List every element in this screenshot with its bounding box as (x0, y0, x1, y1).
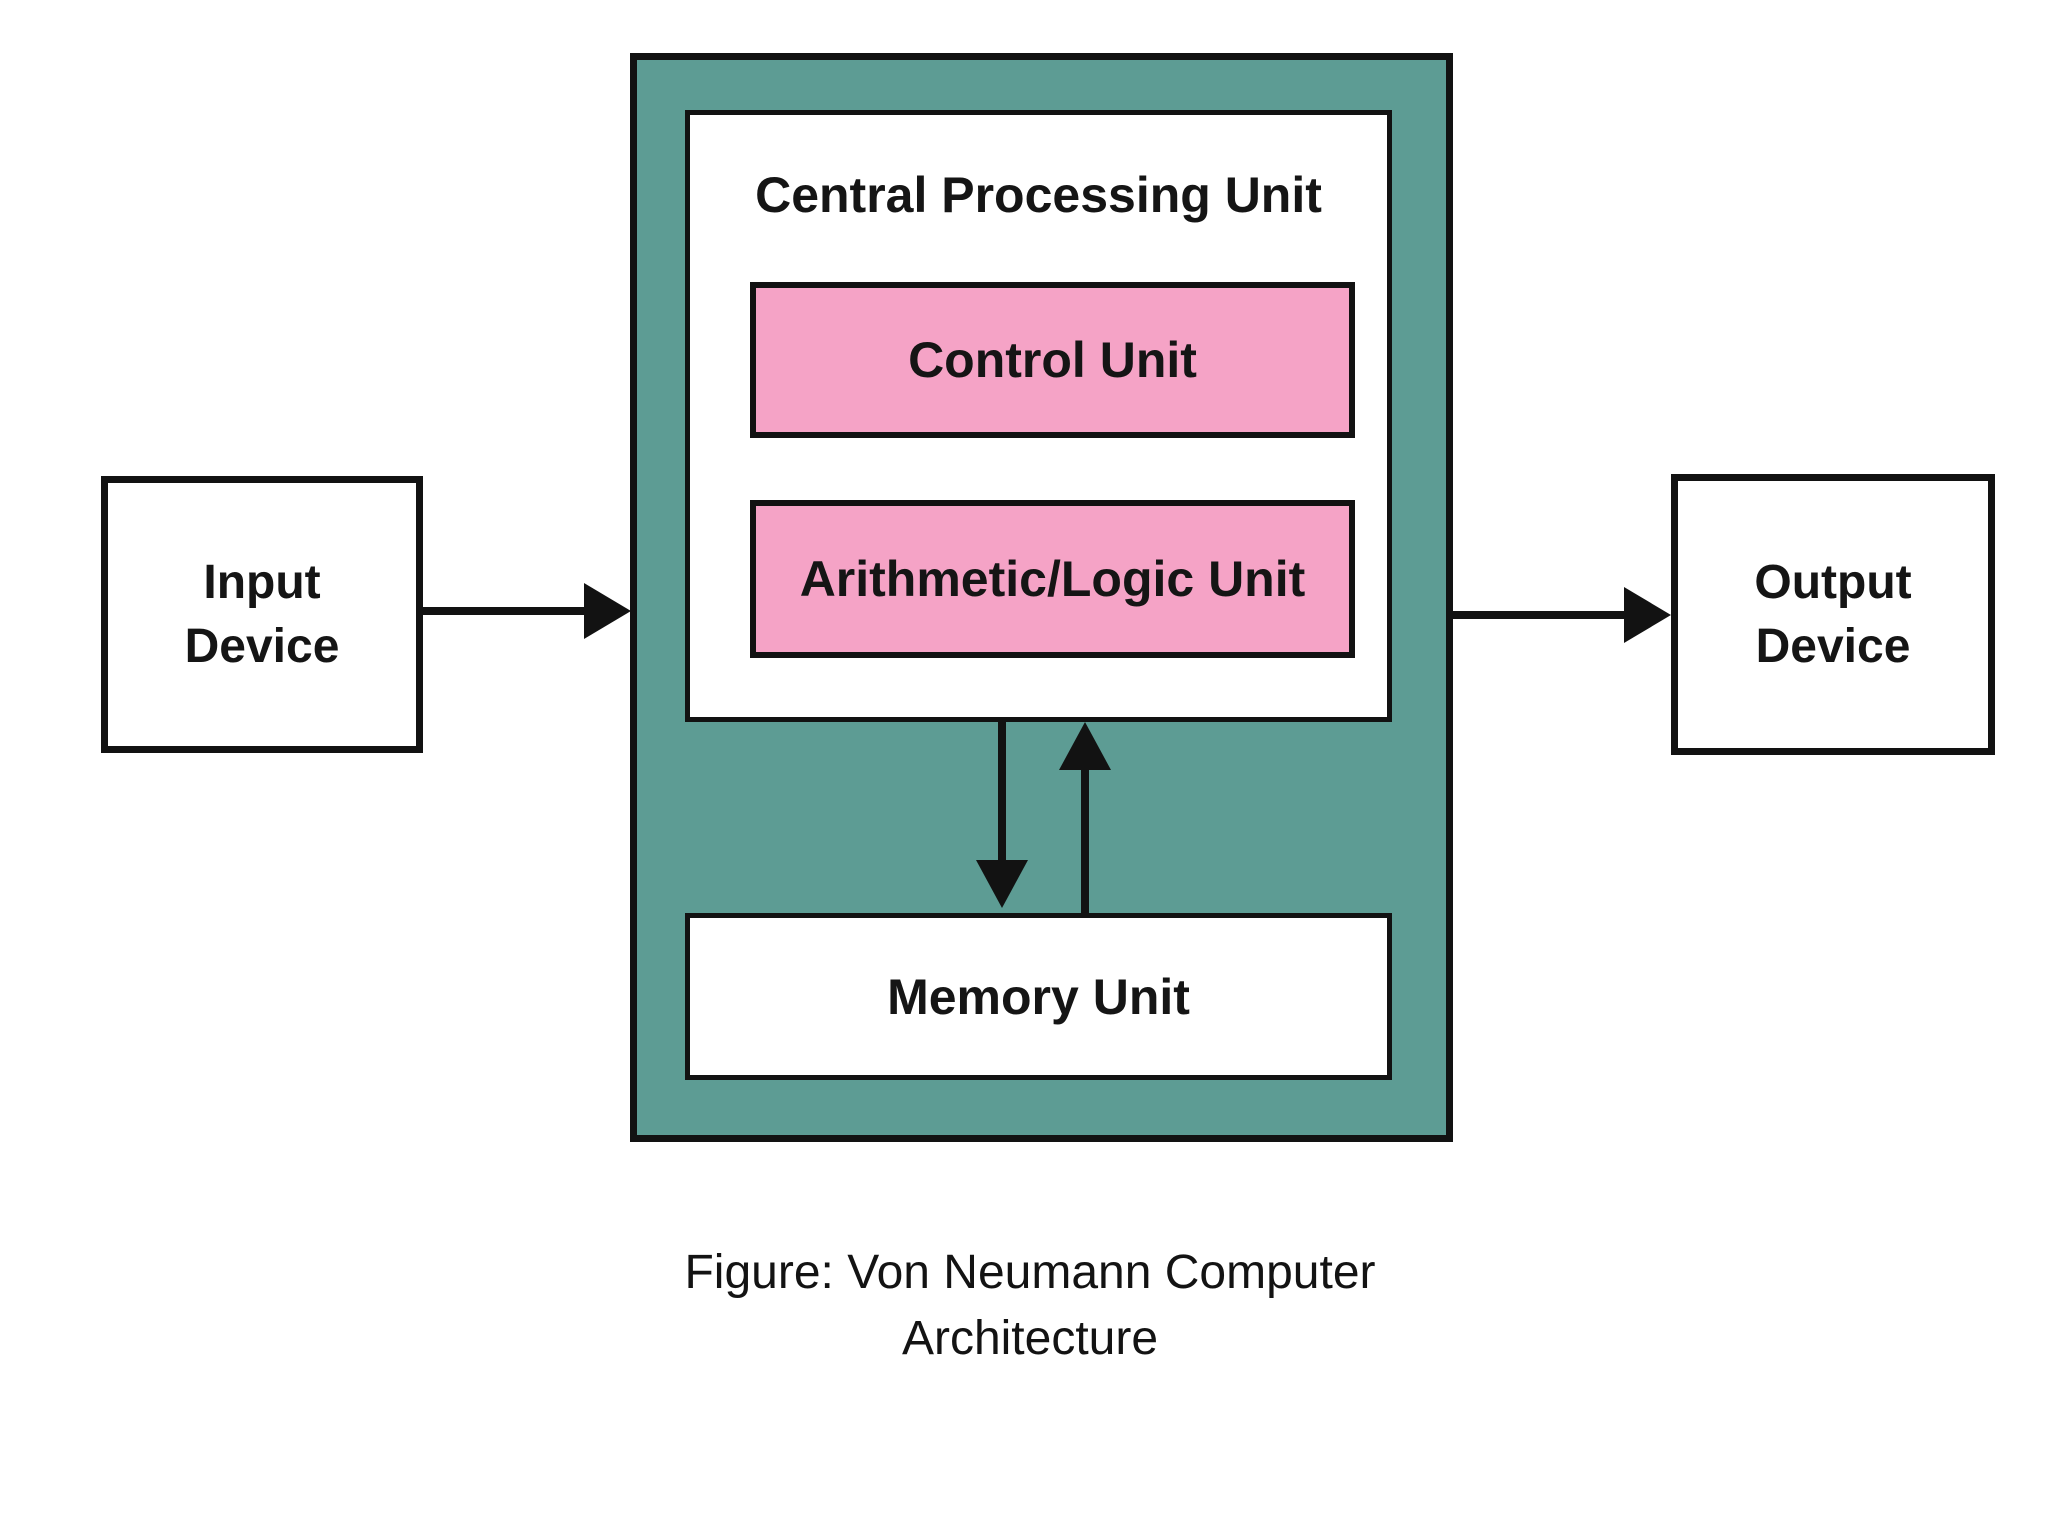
figure-caption: Figure: Von Neumann Computer Architectur… (530, 1240, 1530, 1372)
output-device-label-line1: Output (1754, 556, 1912, 610)
figure-caption-line2: Architecture (901, 1312, 1159, 1366)
arrow-cpu-to-output-shaft (1450, 611, 1626, 619)
alu-box: Arithmetic/Logic Unit (750, 500, 1355, 658)
arrow-right-icon (1624, 587, 1671, 643)
arrow-down-icon (976, 860, 1028, 908)
cpu-title: Central Processing Unit (755, 167, 1322, 223)
output-device-label-line2: Device (1755, 619, 1911, 673)
arrow-input-to-cpu-shaft (423, 607, 586, 615)
output-device-box: Output Device (1671, 474, 1995, 755)
arrow-memory-to-cpu-shaft (1081, 769, 1089, 915)
figure-caption-line1: Figure: Von Neumann Computer (684, 1246, 1376, 1299)
input-device-label-line1: Input (203, 556, 321, 610)
arrow-right-icon (584, 583, 631, 639)
memory-unit-label: Memory Unit (887, 968, 1190, 1025)
input-device-label-line2: Device (184, 619, 340, 673)
arrow-up-icon (1059, 722, 1111, 770)
alu-label: Arithmetic/Logic Unit (799, 551, 1306, 607)
memory-unit-box: Memory Unit (685, 913, 1392, 1080)
input-device-box: Input Device (101, 476, 423, 753)
arrow-cpu-to-memory-shaft (998, 720, 1006, 862)
control-unit-label: Control Unit (908, 332, 1197, 388)
control-unit-box: Control Unit (750, 282, 1355, 438)
